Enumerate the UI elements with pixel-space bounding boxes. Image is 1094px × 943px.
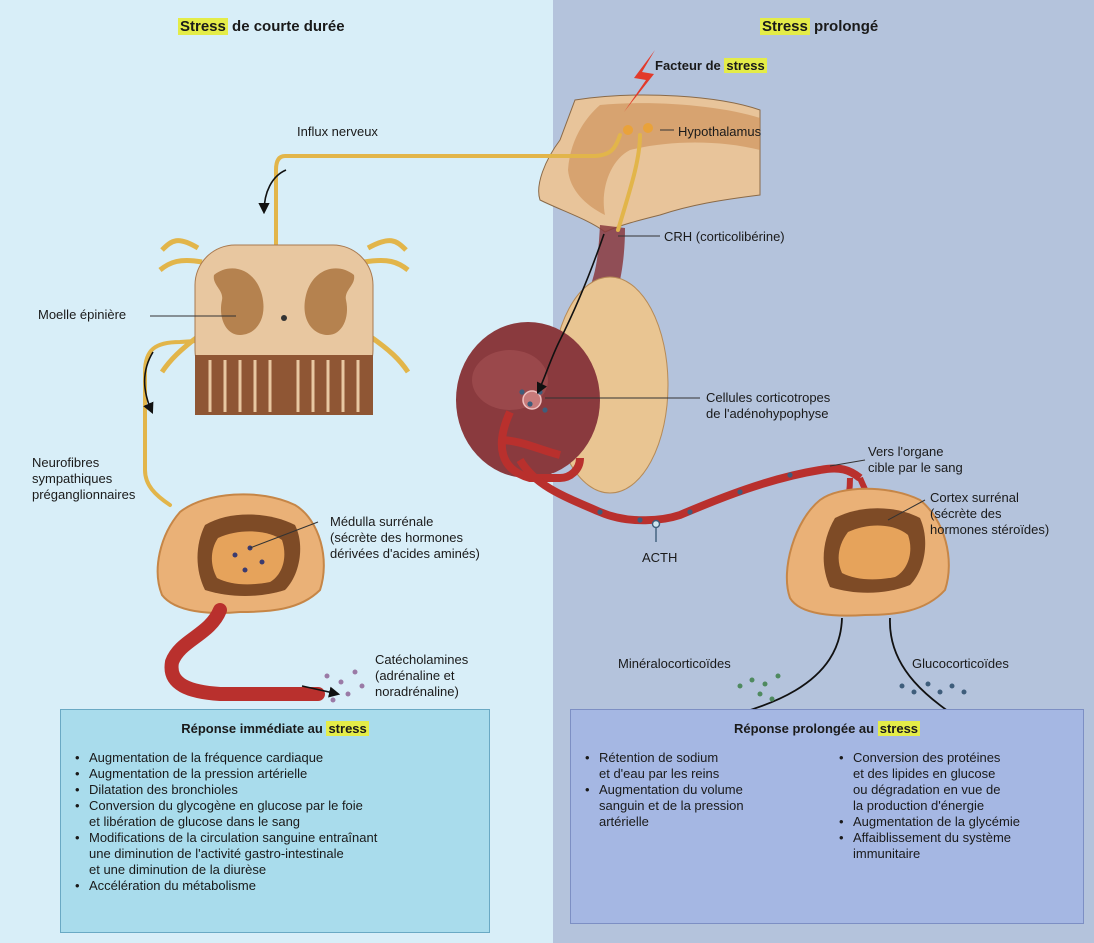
mineralocorticoid-dots	[738, 674, 781, 702]
list-item: Augmentation du volume sanguin et de la …	[585, 782, 825, 830]
list-item: Rétention de sodium et d'eau par les rei…	[585, 750, 825, 782]
stressor-label: Facteur de stress	[655, 58, 767, 74]
spinal-cord-illustration	[160, 241, 408, 415]
list-item: Augmentation de la pression artérielle	[75, 766, 485, 782]
corticotroph-cells-label: Cellules corticotropes de l'adénohypophy…	[706, 390, 830, 422]
short-term-stress-header: Stress de courte durée	[178, 18, 345, 35]
list-item: Conversion des protéines et des lipides …	[839, 750, 1079, 814]
catecholamines-label: Catécholamines (adrénaline et noradrénal…	[375, 652, 468, 700]
left-adrenal-gland	[158, 494, 324, 613]
immediate-response-title: Réponse immédiate au stress	[61, 721, 489, 736]
glucocorticoid-dots	[900, 682, 967, 695]
glucocorticoids-label: Glucocorticoïdes	[912, 656, 1009, 672]
adrenal-medulla-label: Médulla surrénale (sécrète des hormones …	[330, 514, 480, 562]
left-blood-vessel	[172, 610, 318, 694]
hypothalamus-label: Hypothalamus	[678, 124, 761, 140]
immediate-response-list: Augmentation de la fréquence cardiaqueAu…	[75, 750, 485, 894]
hypothalamus-illustration	[539, 95, 760, 232]
right-adrenal-gland	[787, 489, 949, 616]
list-item: Dilatation des bronchioles	[75, 782, 485, 798]
list-item: Modifications de la circulation sanguine…	[75, 830, 485, 878]
mineralocorticoids-label: Minéralocorticoïdes	[618, 656, 731, 672]
prolonged-stress-header: Stress prolongé	[760, 18, 878, 35]
target-organ-label: Vers l'organe cible par le sang	[868, 444, 963, 476]
influx-label: Influx nerveux	[297, 124, 378, 140]
acth-label: ACTH	[642, 550, 677, 566]
crh-label: CRH (corticolibérine)	[664, 229, 785, 245]
prolonged-response-title: Réponse prolongée au stress	[571, 721, 1083, 736]
spinal-cord-label: Moelle épinière	[38, 307, 126, 323]
catecholamine-dots	[325, 670, 365, 703]
list-item: Accélération du métabolisme	[75, 878, 485, 894]
list-item: Affaiblissement du système immunitaire	[839, 830, 1079, 862]
immediate-response-box: Réponse immédiate au stress Augmentation…	[60, 709, 490, 933]
list-item: Augmentation de la fréquence cardiaque	[75, 750, 485, 766]
prolonged-response-list-right: Conversion des protéines et des lipides …	[839, 750, 1079, 862]
adrenal-cortex-label: Cortex surrénal (sécrète des hormones st…	[930, 490, 1049, 538]
list-item: Conversion du glycogène en glucose par l…	[75, 798, 485, 830]
prolonged-response-list-left: Rétention de sodium et d'eau par les rei…	[585, 750, 825, 830]
list-item: Augmentation de la glycémie	[839, 814, 1079, 830]
prolonged-response-box: Réponse prolongée au stress Rétention de…	[570, 709, 1084, 924]
sympathetic-fibers-label: Neurofibres sympathiques préganglionnair…	[32, 455, 135, 503]
